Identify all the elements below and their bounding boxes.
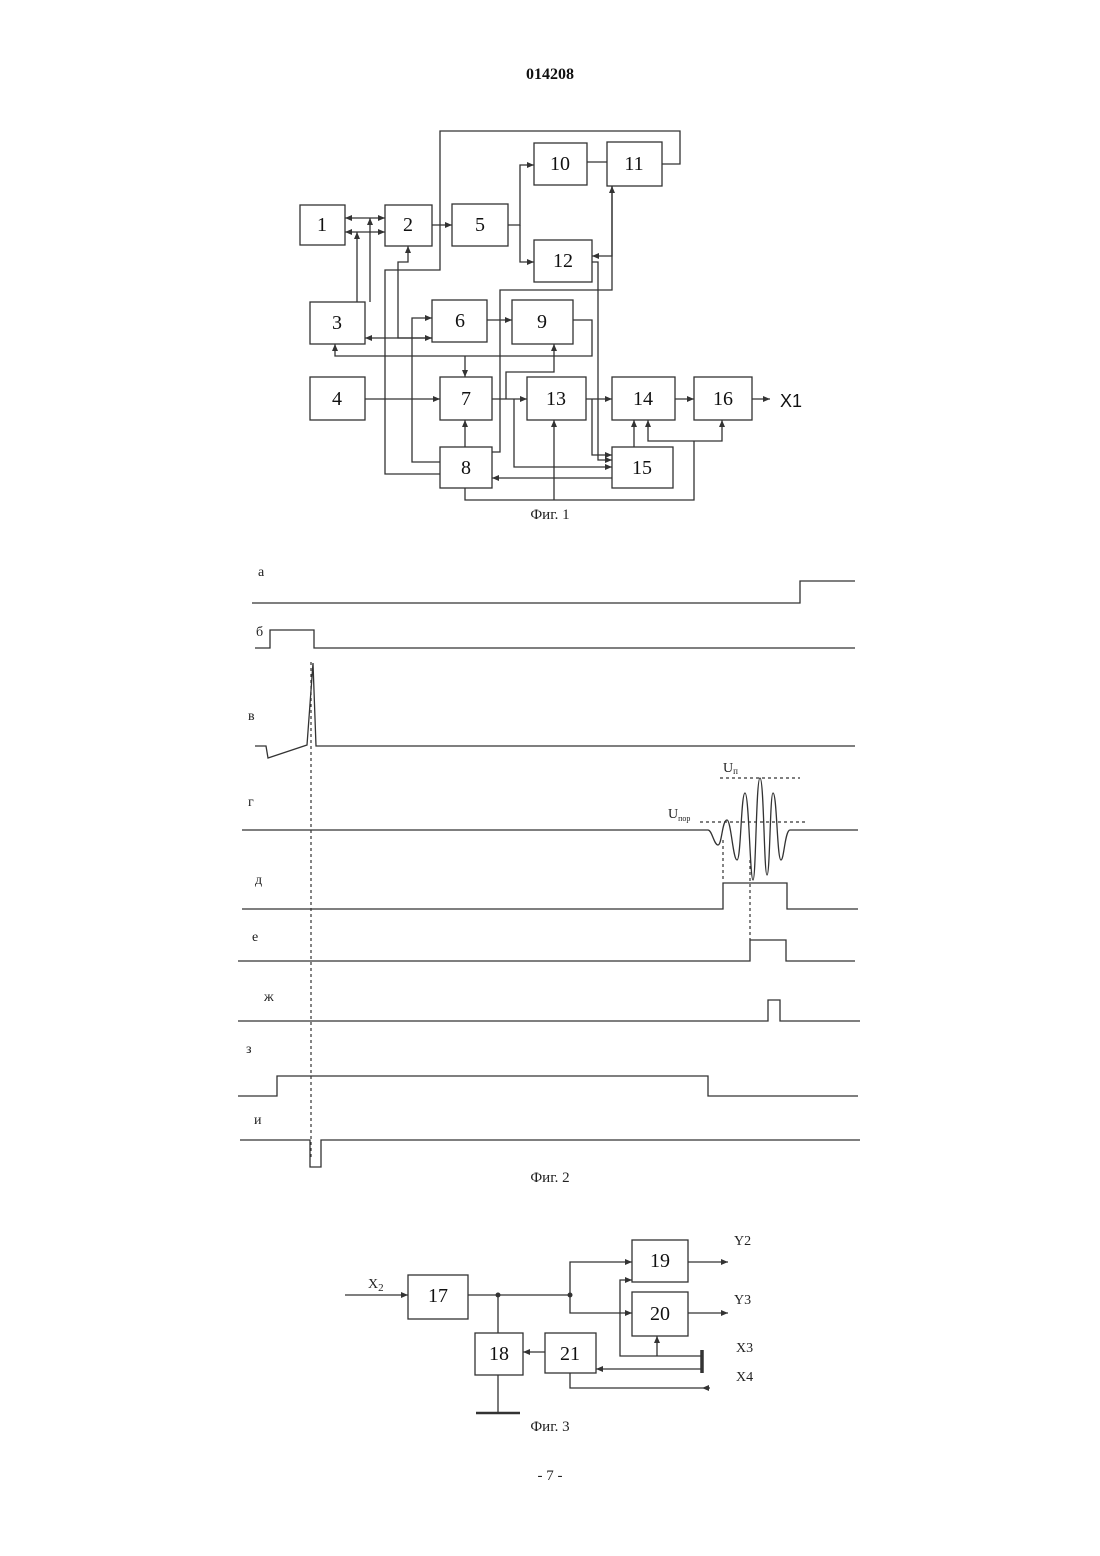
svg-text:16: 16 — [713, 388, 733, 410]
fig1-block-4: 4 — [310, 377, 365, 420]
svg-text:13: 13 — [546, 388, 566, 410]
fig1-block-1: 1 — [300, 205, 345, 245]
fig1-block-10: 10 — [534, 143, 587, 185]
svg-text:7: 7 — [461, 388, 471, 410]
svg-text:11: 11 — [624, 153, 643, 175]
svg-text:10: 10 — [550, 153, 570, 175]
svg-text:6: 6 — [455, 310, 465, 332]
svg-text:2: 2 — [403, 214, 413, 236]
fig1-block-6: 6 — [432, 300, 487, 342]
fig1-block-9: 9 — [512, 300, 573, 344]
fig1-block-12: 12 — [534, 240, 592, 282]
fig1-block-13: 13 — [527, 377, 586, 420]
fig1-block-11: 11 — [607, 142, 662, 186]
page-number: - 7 - — [0, 1468, 1100, 1485]
figure-2-caption: Фиг. 2 — [0, 1170, 1100, 1187]
svg-text:4: 4 — [332, 388, 342, 410]
figure-1-caption: Фиг. 1 — [0, 507, 1100, 524]
figure-3-caption: Фиг. 3 — [0, 1419, 1100, 1436]
fig1-block-3: 3 — [310, 302, 365, 344]
fig1-block-7: 7 — [440, 377, 492, 420]
svg-text:15: 15 — [632, 457, 652, 479]
fig1-block-14: 14 — [612, 377, 675, 420]
fig1-block-16: 16 — [694, 377, 752, 420]
fig1-block-2: 2 — [385, 205, 432, 246]
fig1-block-8: 8 — [440, 447, 492, 488]
svg-text:9: 9 — [537, 311, 547, 333]
svg-text:5: 5 — [475, 214, 485, 236]
svg-text:3: 3 — [332, 312, 342, 334]
svg-text:12: 12 — [553, 250, 573, 272]
svg-text:8: 8 — [461, 457, 471, 479]
fig1-block-5: 5 — [452, 204, 508, 246]
svg-text:14: 14 — [633, 388, 653, 410]
fig1-block-15: 15 — [612, 447, 673, 488]
fig1-output-x1: X1 — [780, 391, 802, 411]
svg-text:1: 1 — [317, 214, 327, 236]
